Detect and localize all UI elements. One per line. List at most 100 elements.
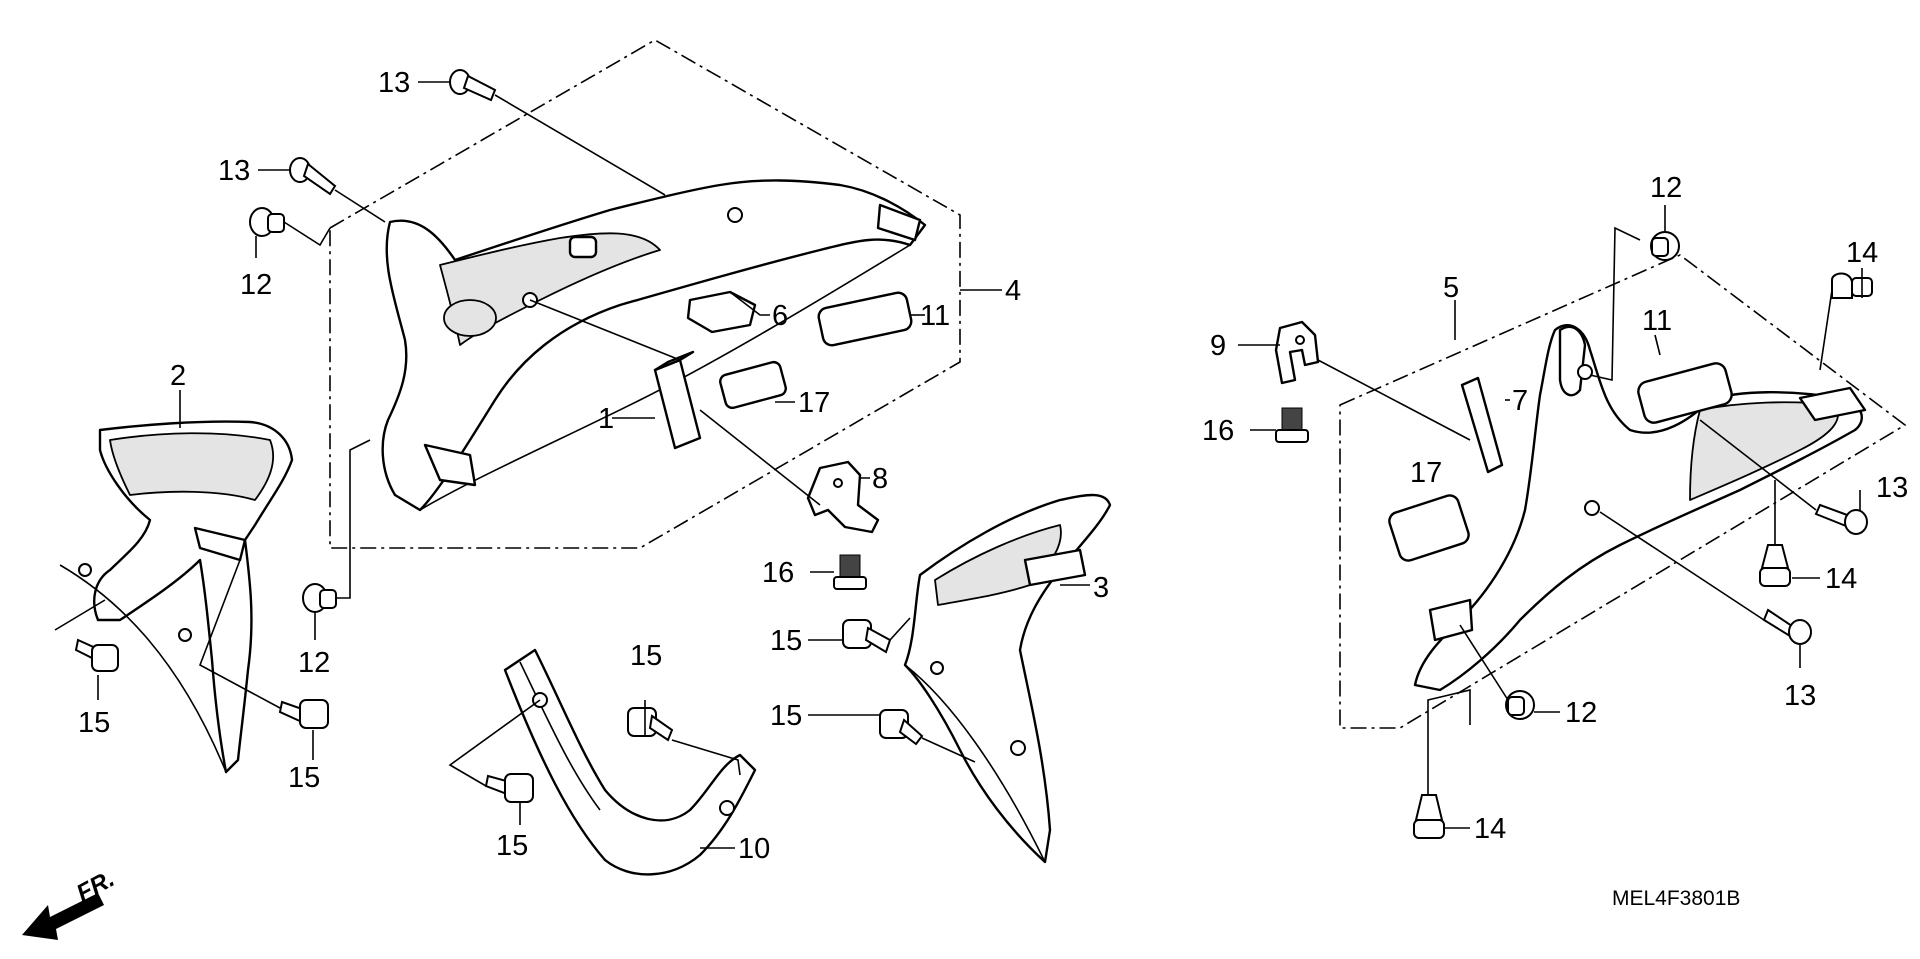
callout-7: 7 [1512, 385, 1528, 417]
leader-13-top [418, 81, 666, 196]
pads-group [653, 290, 1733, 562]
part-15-screw [842, 619, 892, 654]
leader-14-mid [1774, 480, 1820, 579]
part-8-clip [806, 460, 880, 534]
callout-13: 13 [218, 155, 250, 187]
leader-13-r1 [1699, 419, 1861, 511]
leader-14-bot [1427, 688, 1471, 829]
callout-2: 2 [170, 360, 186, 392]
part-2-group [59, 420, 294, 774]
part-11-pad-upper [817, 291, 913, 347]
leader-12-rl [1459, 624, 1560, 713]
callout-15: 15 [78, 707, 110, 739]
part-3-group [903, 493, 1112, 864]
part-9-clip-hole [1295, 335, 1305, 345]
callout-6: 6 [772, 300, 788, 332]
leader-9 [1238, 344, 1471, 441]
callout-14: 14 [1474, 813, 1506, 845]
part-15-screw [278, 699, 329, 729]
callout-13: 13 [1784, 680, 1816, 712]
leader-11-r [1654, 334, 1661, 356]
callout-15: 15 [770, 625, 802, 657]
callout-labels: 13 13 12 4 6 11 1 17 8 16 3 15 15 2 12 1… [78, 67, 1908, 865]
part-2-hole-2 [178, 628, 192, 642]
part-3-edge [904, 664, 1046, 863]
part-17-pad-upper [719, 360, 787, 410]
leader-8 [699, 409, 870, 506]
part-10-bracket [503, 648, 757, 876]
assembly-4-boundary [329, 39, 961, 549]
callout-1: 1 [598, 403, 614, 435]
leader-13-r2 [1599, 511, 1801, 668]
leader-13-second [258, 169, 386, 223]
part-6-block [686, 290, 757, 334]
part-12-grommet [302, 583, 337, 613]
part-1-block-top [653, 350, 695, 372]
callout-12: 12 [240, 269, 272, 301]
part-8-clip-hole [833, 478, 843, 488]
part-5-flap [1558, 325, 1587, 397]
part-10-group [503, 648, 757, 876]
part-9-clip [1274, 320, 1320, 385]
part-15-screw [484, 773, 534, 803]
part-3-hole [1010, 740, 1026, 756]
part-2-bracket [93, 420, 294, 774]
callout-16: 16 [1202, 415, 1234, 447]
callout-11: 11 [1642, 305, 1672, 337]
leader-12-ml [314, 439, 371, 640]
leader-15-c2 [808, 714, 976, 763]
part-15-screw [627, 707, 674, 742]
leader-15-ml [199, 559, 314, 760]
front-arrow-icon [22, 893, 104, 940]
leader-15-10a [644, 700, 741, 776]
part-12-grommet [1650, 231, 1680, 261]
front-label: FR. [72, 865, 119, 907]
callout-11: 11 [920, 300, 950, 332]
part-5-panel [1689, 401, 1839, 501]
leader-15-c1 [808, 617, 911, 641]
part-11-pad-right [1637, 362, 1733, 424]
callout-15: 15 [630, 640, 662, 672]
callout-5: 5 [1443, 272, 1459, 304]
leader-12-ru [1589, 205, 1666, 381]
part-2-hole [78, 563, 92, 577]
callout-13: 13 [378, 67, 410, 99]
part-15-screw [74, 638, 119, 672]
callout-13: 13 [1876, 472, 1908, 504]
leader-1 [529, 299, 681, 419]
callout-17: 17 [1410, 457, 1442, 489]
part-5-hole-2 [1584, 500, 1600, 516]
callout-8: 8 [872, 463, 888, 495]
part-12-grommet [249, 207, 285, 237]
part-2-plate [109, 432, 274, 501]
callout-14: 14 [1846, 237, 1878, 269]
part-3-hole-2 [930, 661, 944, 675]
part-4-hole-2 [727, 207, 743, 223]
part-13-bolt [1762, 608, 1812, 645]
part-7-pad [1460, 376, 1504, 474]
part-2-edge [59, 564, 227, 773]
callout-14: 14 [1825, 563, 1857, 595]
part-16-bolt [1275, 407, 1309, 443]
part-10-inner-edge [519, 661, 601, 811]
part-13-bolt [289, 157, 337, 196]
front-direction-indicator: FR. [22, 865, 119, 940]
part-17-pad-right [1388, 494, 1470, 562]
part-12-grommet [1505, 690, 1535, 720]
leader-6 [729, 291, 770, 316]
part-3-tab [1023, 548, 1087, 587]
part-5-hole [1577, 364, 1593, 380]
callout-12: 12 [1650, 172, 1682, 204]
part-4-tab [876, 203, 922, 242]
callout-15: 15 [288, 762, 320, 794]
callout-9: 9 [1210, 330, 1226, 362]
callout-16: 16 [762, 557, 794, 589]
callout-17: 17 [798, 387, 830, 419]
callout-15: 15 [770, 700, 802, 732]
part-10-hole-2 [719, 800, 735, 816]
part-14-clip [1759, 544, 1791, 587]
part-14-clip [1413, 794, 1445, 839]
clips-group [806, 320, 1320, 534]
part-13-bolt [449, 69, 497, 102]
assembly-5-group [1339, 254, 1907, 729]
